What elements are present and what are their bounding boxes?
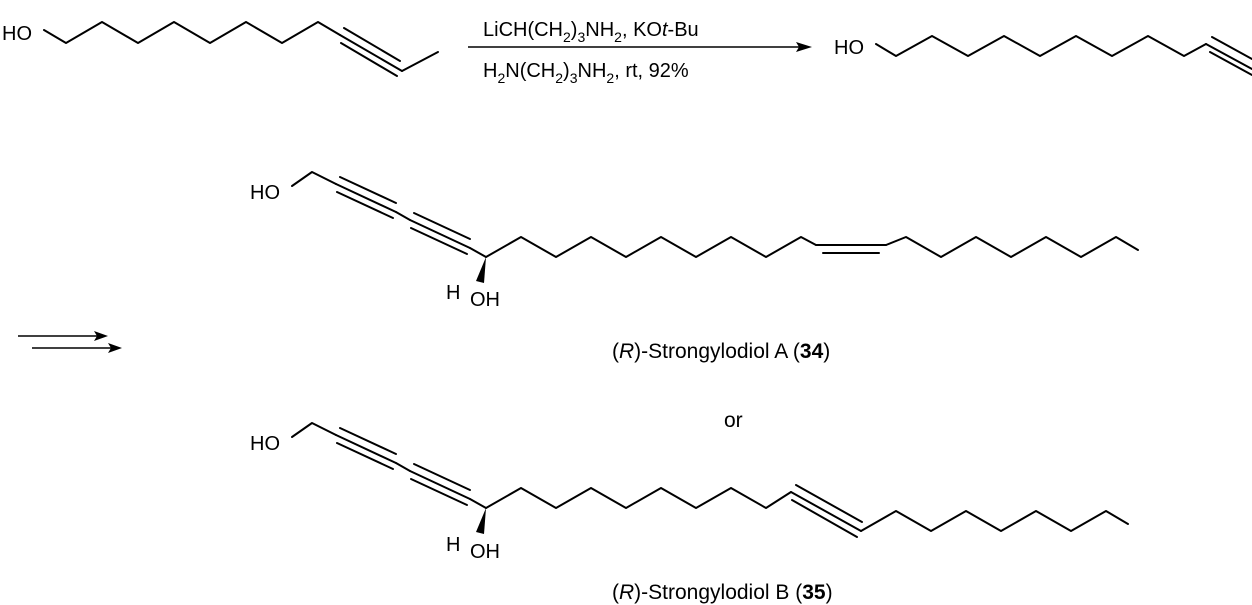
hydroxyl-label: HO xyxy=(2,23,32,45)
primary-hydroxyl-label: HO xyxy=(250,182,280,204)
alkyl-chain-b xyxy=(860,510,1129,532)
primary-hydroxyl-label: HO xyxy=(250,433,280,455)
internal-triple-bond xyxy=(339,27,403,77)
cis-double-bond xyxy=(815,244,887,254)
wedge-bond xyxy=(476,257,486,283)
alkyl-chain-a xyxy=(485,236,817,258)
internal-triple-bond xyxy=(790,484,863,538)
compound-35-caption: (R)-Strongylodiol B (35) xyxy=(612,581,833,604)
stereocenter-h-label: H xyxy=(446,282,460,304)
stereocenter-h-label: H xyxy=(446,534,460,556)
first-triple-bond xyxy=(335,427,397,470)
wedge-bond xyxy=(476,508,486,534)
or-connector: or xyxy=(724,409,743,432)
alkyl-chain xyxy=(43,21,341,44)
alkyl-chain-a xyxy=(485,487,792,509)
starting-material: HO xyxy=(2,21,439,77)
compound-strongylodiol-b: HO H OH (R)-Strongylodiol B (35) xyxy=(250,422,1129,604)
hydroxymethyl-bond xyxy=(291,171,337,187)
hydroxyl-label: HO xyxy=(834,37,864,59)
first-triple-bond xyxy=(335,176,397,219)
ethyl-bond xyxy=(401,51,439,72)
alkyl-chain xyxy=(875,35,1207,57)
reaction-arrow xyxy=(468,42,812,52)
hydroxymethyl-bond xyxy=(291,422,337,438)
terminal-triple-bond xyxy=(1205,36,1252,76)
reagent-line-1: LiCH(CH2)3NH2, KOt-Bu xyxy=(483,19,699,45)
second-triple-bond xyxy=(409,463,471,506)
multistep-arrow xyxy=(18,331,122,353)
secondary-hydroxyl-label: OH xyxy=(470,541,500,563)
reagent-line-2: H2N(CH2)3NH2, rt, 92% xyxy=(483,60,689,86)
second-triple-bond xyxy=(409,212,471,255)
compound-strongylodiol-a: HO H OH (R)-Strongylodiol A (34) xyxy=(250,171,1139,363)
alkyl-chain-b xyxy=(885,236,1139,258)
product-terminal-alkyne: HO xyxy=(834,35,1252,76)
compound-34-caption: (R)-Strongylodiol A (34) xyxy=(612,340,830,363)
secondary-hydroxyl-label: OH xyxy=(470,289,500,311)
